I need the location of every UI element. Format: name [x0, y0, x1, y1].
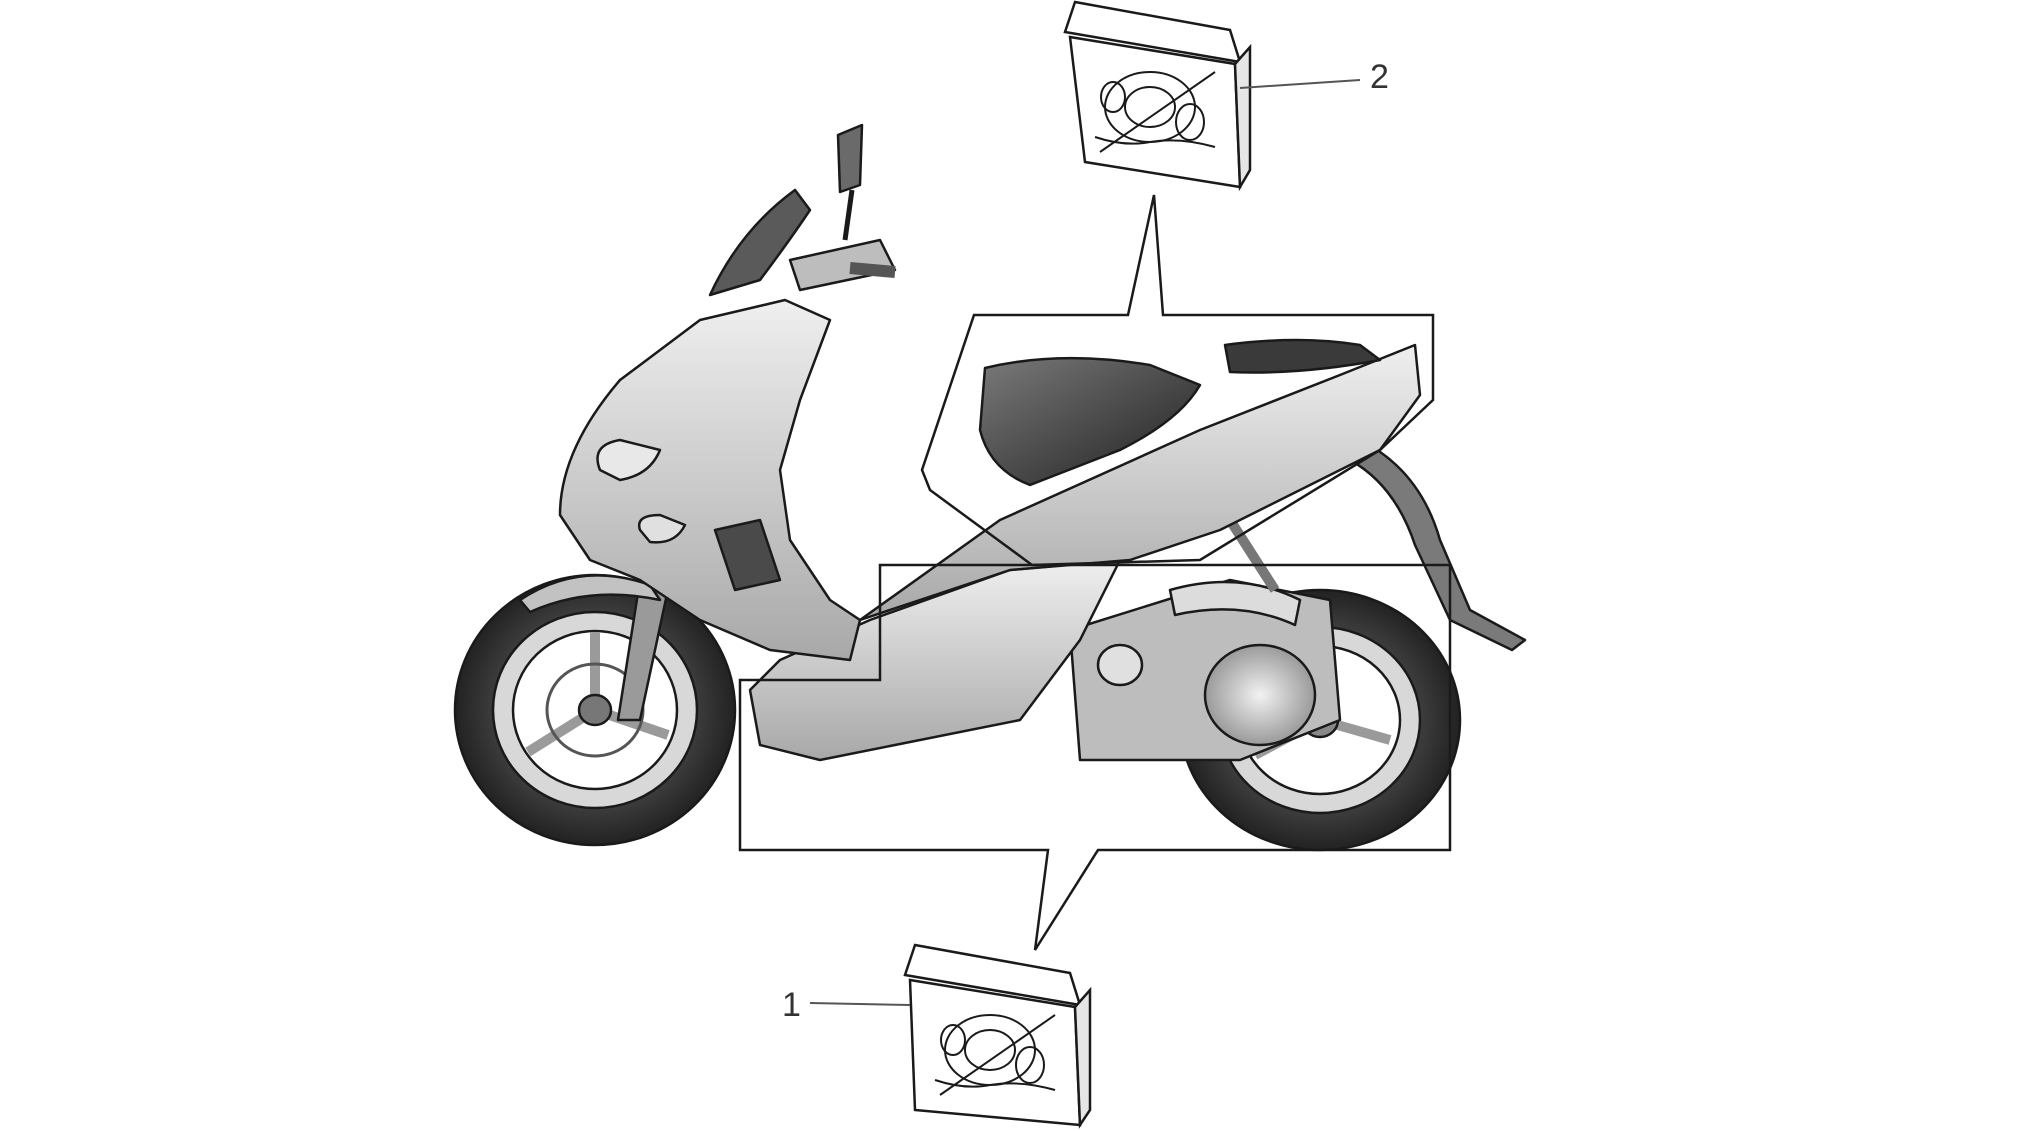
seat	[978, 356, 1202, 487]
part-1-kit-bag	[903, 943, 1092, 1129]
leader-line-2	[1239, 79, 1361, 89]
front-fender	[518, 574, 662, 614]
callout-outline-2	[920, 194, 1435, 567]
front-body	[558, 298, 862, 662]
callout-outlines	[738, 194, 1452, 951]
kit-bag-icon	[903, 943, 1092, 1129]
kit-bag-icon	[1063, 0, 1252, 192]
handle-grip	[849, 262, 896, 278]
scooter-illustration	[453, 123, 1527, 852]
front-indicator	[637, 513, 687, 544]
radiator-grille	[713, 518, 782, 592]
rear-seat	[1223, 338, 1382, 374]
rear-suspension	[1225, 438, 1527, 652]
leader-line-1	[809, 1002, 911, 1006]
windscreen	[708, 188, 812, 297]
mirror-stem	[842, 189, 855, 241]
callout-label-1: 1	[782, 986, 801, 1024]
engine-block	[1068, 578, 1342, 762]
part-2-kit-bag	[1063, 0, 1252, 192]
mirror	[836, 123, 864, 194]
callout-label-2: 2	[1370, 58, 1389, 96]
callout-outline-1	[738, 563, 1452, 951]
headlight	[596, 438, 662, 482]
